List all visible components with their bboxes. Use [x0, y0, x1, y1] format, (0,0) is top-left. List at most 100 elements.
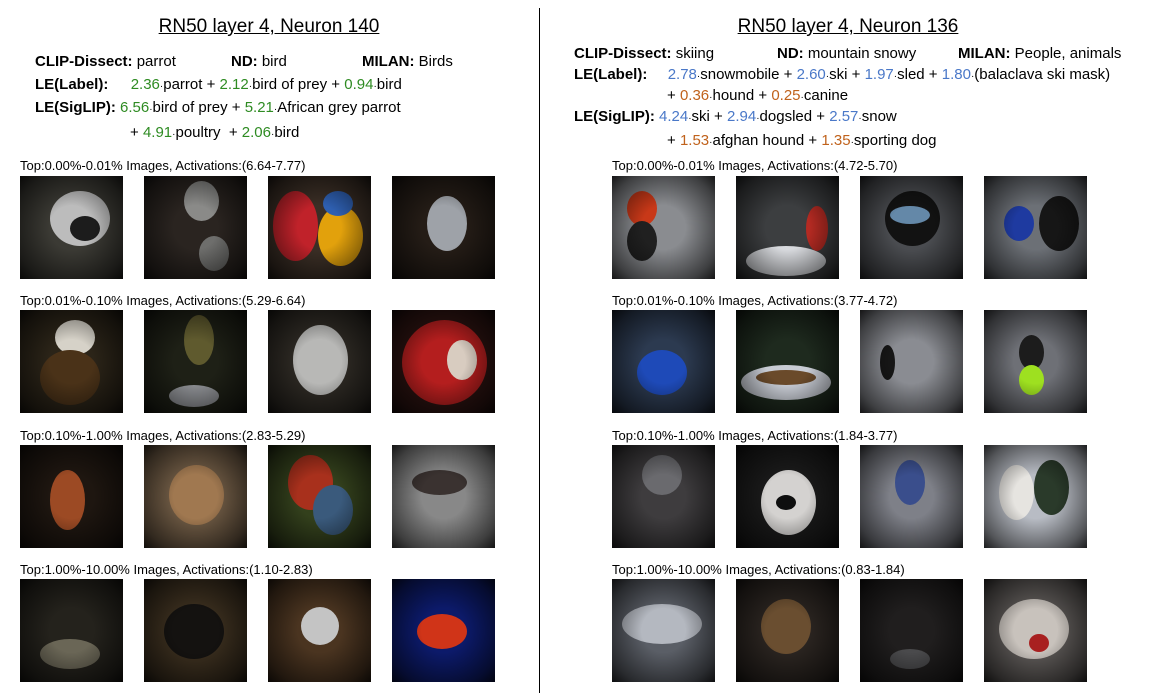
term-weight: 2.94	[727, 108, 757, 125]
term-text: canine	[803, 87, 849, 104]
activation-image	[984, 579, 1087, 682]
term-weight: 2.57	[829, 108, 859, 125]
activation-image	[860, 310, 963, 413]
image-row	[612, 579, 1087, 682]
term-weight: 2.06	[241, 124, 271, 141]
activation-image	[612, 176, 715, 279]
group-caption: Top:0.01%-0.10% Images, Activations:(5.2…	[20, 293, 306, 308]
image-row	[20, 310, 495, 413]
neuron-panel-right: RN50 layer 4, Neuron 136 CLIP-Dissect: s…	[541, 0, 1155, 697]
activation-image	[268, 579, 371, 682]
term-weight: 5.21	[244, 99, 274, 116]
milan-value: Birds	[418, 53, 453, 70]
activation-image	[860, 579, 963, 682]
activation-image	[860, 445, 963, 548]
activation-image	[144, 176, 247, 279]
term-weight: 2.12	[219, 76, 249, 93]
le-siglip-label: LE(SigLIP):	[574, 108, 655, 125]
term-weight: 0.25	[771, 87, 801, 104]
activation-image	[736, 445, 839, 548]
activation-image	[736, 579, 839, 682]
clip-dissect-label: CLIP-Dissect:	[574, 45, 672, 62]
activation-image	[144, 445, 247, 548]
activation-image	[860, 176, 963, 279]
group-caption: Top:0.10%-1.00% Images, Activations:(1.8…	[612, 428, 898, 443]
term-weight: 2.60	[796, 66, 826, 83]
activation-image	[268, 445, 371, 548]
nd-label: ND:	[231, 53, 258, 70]
term-text: snowmobile	[700, 66, 780, 83]
activation-image	[20, 445, 123, 548]
term-text: (balaclava ski mask)	[974, 66, 1111, 83]
le-label-label: LE(Label):	[35, 76, 109, 93]
term-text: ski	[691, 108, 710, 125]
term-text: bird	[274, 124, 300, 141]
activation-image	[984, 176, 1087, 279]
clip-dissect-value: skiing	[675, 45, 715, 62]
le-label-label: LE(Label):	[574, 66, 648, 83]
activation-image	[612, 445, 715, 548]
le-label-row: LE(Label): 2.78·snowmobile + 2.60·ski + …	[574, 66, 1111, 83]
panel-title: RN50 layer 4, Neuron 140	[158, 16, 380, 37]
activation-image	[392, 445, 495, 548]
le-siglip-row: LE(SigLIP): 6.56·bird of prey + 5.21·Afr…	[35, 99, 401, 116]
le-label-row-cont: + 0.36·hound + 0.25·canine	[667, 87, 849, 104]
image-row	[20, 445, 495, 548]
milan-value: People, animals	[1014, 45, 1122, 62]
baseline-row: CLIP-Dissect: parrot	[35, 53, 176, 70]
milan-row: MILAN: Birds	[362, 53, 453, 70]
image-row	[612, 445, 1087, 548]
activation-image	[20, 176, 123, 279]
term-weight: 2.36	[130, 76, 160, 93]
nd-row: ND: mountain snowy	[777, 45, 916, 62]
group-caption: Top:0.01%-0.10% Images, Activations:(3.7…	[612, 293, 898, 308]
term-text: afghan hound	[712, 132, 805, 149]
activation-image	[268, 176, 371, 279]
term-weight: 1.97	[864, 66, 894, 83]
le-siglip-row-cont: + 1.53·afghan hound + 1.35·sporting dog	[667, 132, 937, 149]
term-text: bird of prey	[152, 99, 228, 116]
group-caption: Top:0.00%-0.01% Images, Activations:(6.6…	[20, 158, 306, 173]
activation-image	[144, 579, 247, 682]
image-row	[612, 176, 1087, 279]
activation-image	[392, 310, 495, 413]
activation-image	[392, 176, 495, 279]
activation-image	[984, 310, 1087, 413]
le-siglip-row-cont: + 4.91·poultry + 2.06·bird	[130, 124, 300, 141]
activation-image	[144, 310, 247, 413]
term-text: ski	[829, 66, 848, 83]
milan-row: MILAN: People, animals	[958, 45, 1121, 62]
image-row	[612, 310, 1087, 413]
image-row	[20, 176, 495, 279]
panel-divider	[539, 8, 540, 693]
image-row	[20, 579, 495, 682]
term-text: parrot	[163, 76, 203, 93]
activation-image	[20, 310, 123, 413]
group-caption: Top:1.00%-10.00% Images, Activations:(1.…	[20, 562, 313, 577]
panel-title: RN50 layer 4, Neuron 136	[737, 16, 959, 37]
group-caption: Top:0.00%-0.01% Images, Activations:(4.7…	[612, 158, 898, 173]
term-text: African grey parrot	[277, 99, 401, 116]
term-weight: 4.91	[142, 124, 173, 141]
term-weight: 6.56	[120, 99, 150, 116]
group-caption: Top:1.00%-10.00% Images, Activations:(0.…	[612, 562, 905, 577]
term-text: snow	[861, 108, 897, 125]
clip-dissect-value: parrot	[136, 53, 176, 70]
le-siglip-row: LE(SigLIP): 4.24·ski + 2.94·dogsled + 2.…	[574, 108, 897, 125]
term-weight: 2.78	[667, 66, 697, 83]
activation-image	[984, 445, 1087, 548]
term-text: bird	[376, 76, 402, 93]
baseline-row: CLIP-Dissect: skiing	[574, 45, 714, 62]
term-weight: 0.36	[679, 87, 710, 104]
activation-image	[268, 310, 371, 413]
nd-label: ND:	[777, 45, 804, 62]
nd-value: bird	[261, 53, 287, 70]
term-weight: 0.94	[344, 76, 374, 93]
term-weight: 4.24	[659, 108, 689, 125]
term-text: dogsled	[759, 108, 813, 125]
term-weight: 1.53	[679, 132, 710, 149]
term-text: sled	[897, 66, 925, 83]
le-label-row: LE(Label): 2.36·parrot + 2.12·bird of pr…	[35, 76, 402, 93]
nd-row: ND: bird	[231, 53, 287, 70]
activation-image	[612, 579, 715, 682]
